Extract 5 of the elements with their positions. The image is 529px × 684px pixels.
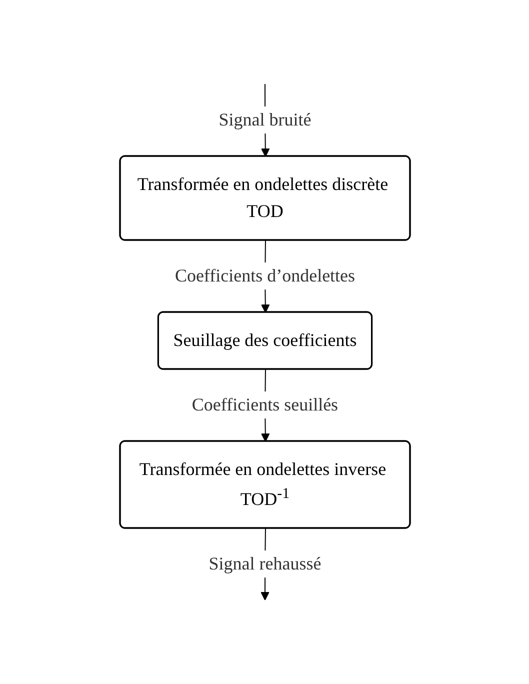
edge-label: Signal rehaussé (208, 554, 321, 574)
edge-label: Coefficients seuillés (191, 394, 338, 414)
flowchart: Signal bruité Transformée en ondelettes discrète TOD Coefficients d’ondelettes Seuillage des coefficients Coefficients seuillés Transformée en ondelettes inverse TOD$^{-1}$ Signal rehaussé (112, 46, 418, 638)
edge-label: Signal bruité (218, 110, 311, 130)
edge-label: Coefficients d’ondelettes (174, 266, 355, 286)
